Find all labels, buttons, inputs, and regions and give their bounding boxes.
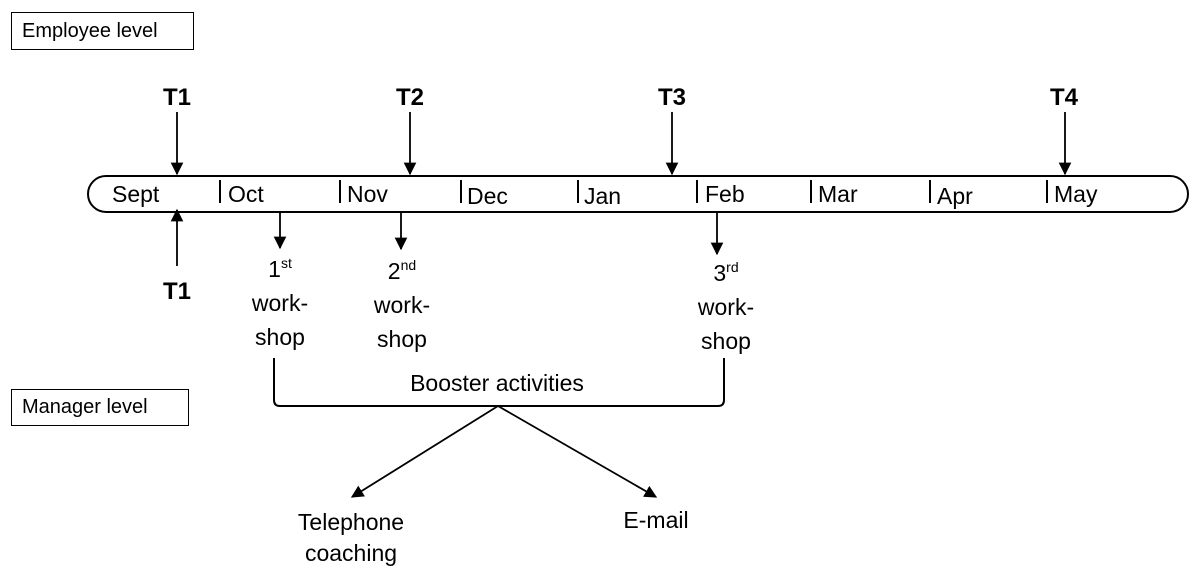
employee-level-label: Employee level: [22, 19, 158, 42]
workshop-arrows: [273, 212, 724, 256]
timeline-bar: [87, 175, 1189, 213]
workshop-1: 1st work- shop: [251, 255, 309, 350]
marker-t4: T4: [1049, 84, 1079, 111]
marker-t1: T1: [162, 84, 192, 111]
workshop-3: 3rd work- shop: [697, 259, 755, 354]
marker-t2: T2: [395, 84, 425, 111]
workshop-2: 2nd work- shop: [373, 257, 431, 352]
marker-manager-t1: T1: [162, 278, 192, 305]
employee-level-box: Employee level: [11, 12, 194, 50]
month-jan: Jan: [584, 183, 622, 209]
month-may: May: [1054, 181, 1098, 207]
manager-level-label: Manager level: [22, 396, 148, 418]
month-feb: Feb: [705, 181, 745, 207]
marker-t3: T3: [657, 84, 687, 111]
email-label: E-mail: [623, 507, 689, 533]
month-dec: Dec: [467, 183, 508, 209]
month-oct: Oct: [228, 181, 264, 207]
month-separators: [219, 180, 1048, 203]
telephone-coaching-label: Telephone coaching: [297, 509, 405, 566]
employee-arrows: [170, 112, 1072, 176]
booster-title: Booster activities: [410, 370, 584, 396]
month-nov: Nov: [347, 181, 388, 207]
month-sept: Sept: [112, 181, 160, 207]
booster-branches: [350, 405, 658, 498]
month-mar: Mar: [818, 181, 858, 207]
month-apr: Apr: [937, 183, 973, 209]
manager-level-box: Manager level: [11, 389, 189, 426]
